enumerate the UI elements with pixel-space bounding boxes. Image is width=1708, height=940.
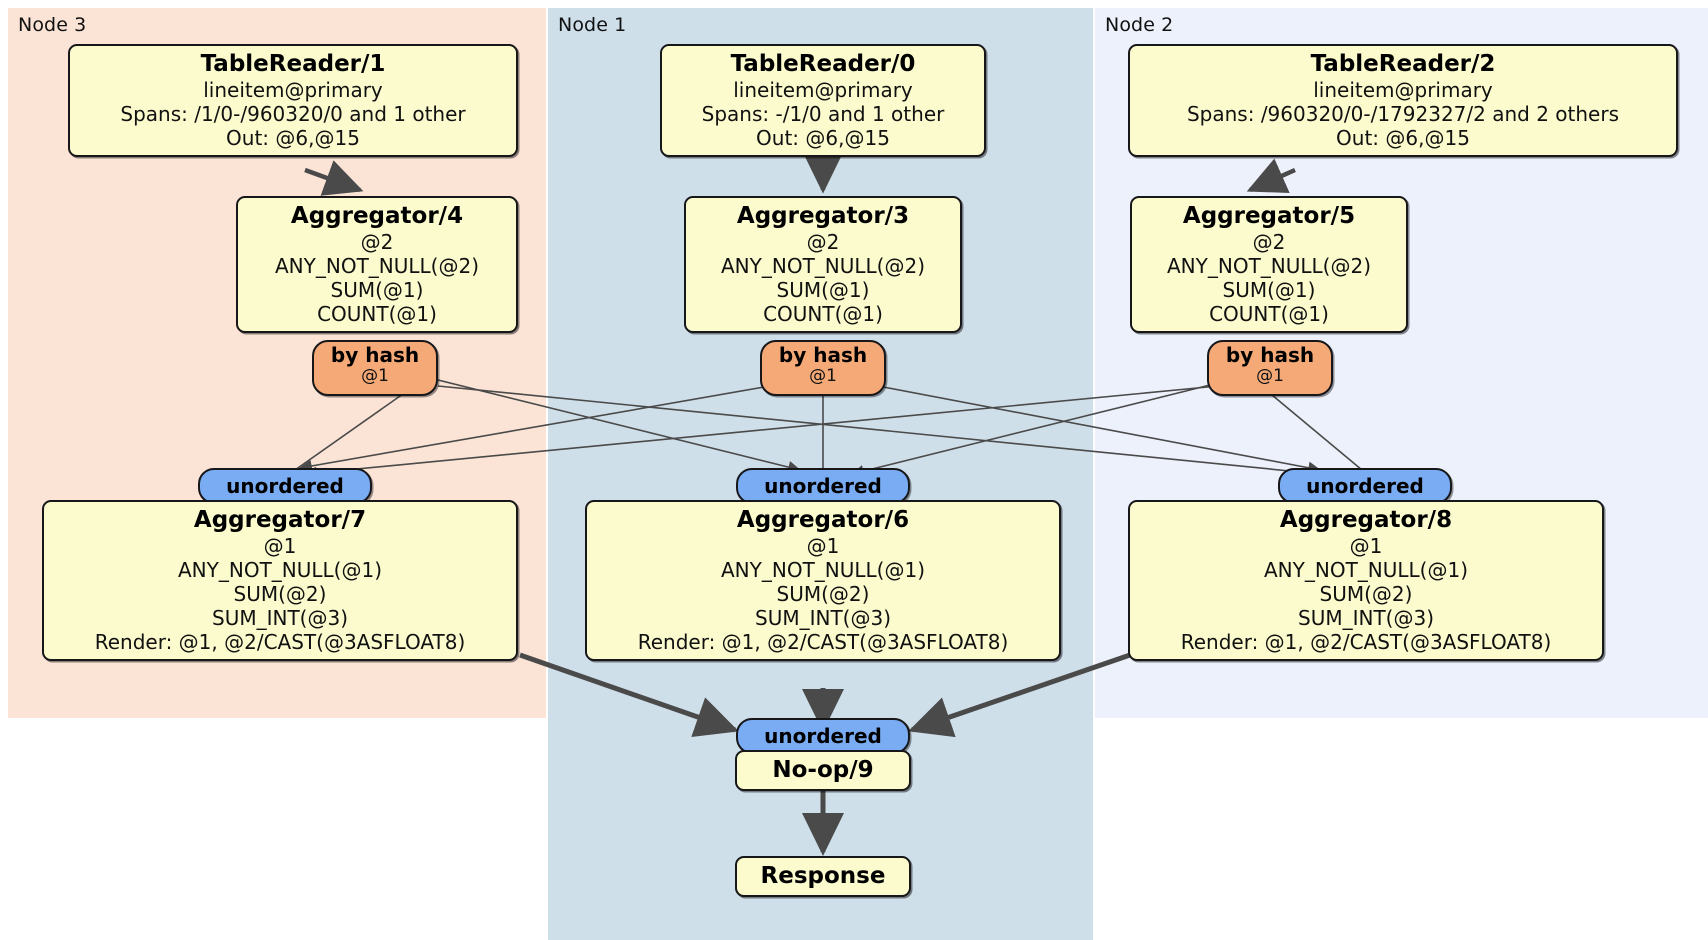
box-line: ANY_NOT_NULL(@1): [1264, 558, 1468, 583]
processor-table-reader-1[interactable]: TableReader/1 lineitem@primary Spans: /1…: [68, 44, 518, 158]
box-line: ANY_NOT_NULL(@2): [275, 254, 479, 279]
box-line: SUM_INT(@3): [755, 606, 891, 631]
box-title: Aggregator/7: [193, 507, 367, 533]
box-line: ANY_NOT_NULL(@2): [1167, 254, 1371, 279]
box-line: Render: @1, @2/CAST(@3ASFLOAT8): [637, 630, 1009, 655]
node-label-node-2: Node 2: [1105, 14, 1174, 36]
box-title: Aggregator/3: [736, 203, 910, 229]
processor-aggregator-4[interactable]: Aggregator/4 @2 ANY_NOT_NULL(@2) SUM(@1)…: [236, 196, 518, 334]
synchronizer-unordered-noop-9[interactable]: unordered: [736, 718, 910, 754]
box-line: @1: [806, 534, 840, 559]
box-line: Spans: /960320/0-/1792327/2 and 2 others: [1186, 102, 1619, 127]
synchronizer-label: unordered: [764, 723, 882, 748]
synchronizer-label: unordered: [226, 473, 344, 498]
box-title: No-op/9: [772, 757, 874, 783]
box-title: Aggregator/5: [1182, 203, 1356, 229]
box-line: SUM(@2): [1319, 582, 1413, 607]
box-line: COUNT(@1): [1209, 302, 1329, 327]
processor-aggregator-7[interactable]: Aggregator/7 @1 ANY_NOT_NULL(@1) SUM(@2)…: [42, 500, 518, 662]
box-line: lineitem@primary: [1313, 78, 1493, 103]
box-line: SUM(@2): [233, 582, 327, 607]
router-column: @1: [361, 366, 389, 386]
router-by-hash-aggregator-4[interactable]: by hash @1: [312, 340, 438, 396]
box-line: SUM(@1): [330, 278, 424, 303]
processor-aggregator-6[interactable]: Aggregator/6 @1 ANY_NOT_NULL(@1) SUM(@2)…: [585, 500, 1061, 662]
router-by-hash-aggregator-3[interactable]: by hash @1: [760, 340, 886, 396]
box-line: COUNT(@1): [317, 302, 437, 327]
router-by-hash-aggregator-5[interactable]: by hash @1: [1207, 340, 1333, 396]
box-line: Spans: -/1/0 and 1 other: [701, 102, 945, 127]
box-line: @2: [360, 230, 394, 255]
box-line: @2: [1252, 230, 1286, 255]
box-title: TableReader/2: [1310, 51, 1496, 77]
box-title: Aggregator/6: [736, 507, 910, 533]
router-column: @1: [809, 366, 837, 386]
box-title: Aggregator/4: [290, 203, 464, 229]
router-kind: by hash: [330, 343, 420, 367]
box-title: TableReader/0: [730, 51, 916, 77]
processor-table-reader-0[interactable]: TableReader/0 lineitem@primary Spans: -/…: [660, 44, 986, 158]
node-label-node-1: Node 1: [558, 14, 627, 36]
box-line: Out: @6,@15: [1336, 126, 1470, 151]
synchronizer-label: unordered: [1306, 473, 1424, 498]
box-line: ANY_NOT_NULL(@1): [721, 558, 925, 583]
processor-aggregator-5[interactable]: Aggregator/5 @2 ANY_NOT_NULL(@2) SUM(@1)…: [1130, 196, 1408, 334]
processor-aggregator-8[interactable]: Aggregator/8 @1 ANY_NOT_NULL(@1) SUM(@2)…: [1128, 500, 1604, 662]
box-title: Aggregator/8: [1279, 507, 1453, 533]
box-line: @1: [263, 534, 297, 559]
synchronizer-unordered-aggregator-7[interactable]: unordered: [198, 468, 372, 504]
box-line: Out: @6,@15: [756, 126, 890, 151]
box-line: SUM_INT(@3): [212, 606, 348, 631]
box-line: lineitem@primary: [733, 78, 913, 103]
box-line: SUM(@1): [776, 278, 870, 303]
box-line: Spans: /1/0-/960320/0 and 1 other: [120, 102, 466, 127]
box-title: TableReader/1: [200, 51, 386, 77]
box-line: Out: @6,@15: [226, 126, 360, 151]
processor-response[interactable]: Response: [735, 856, 911, 898]
box-line: Render: @1, @2/CAST(@3ASFLOAT8): [94, 630, 466, 655]
box-line: SUM_INT(@3): [1298, 606, 1434, 631]
box-line: ANY_NOT_NULL(@2): [721, 254, 925, 279]
box-line: Render: @1, @2/CAST(@3ASFLOAT8): [1180, 630, 1552, 655]
synchronizer-label: unordered: [764, 473, 882, 498]
box-line: @1: [1349, 534, 1383, 559]
processor-noop-9[interactable]: No-op/9: [735, 750, 911, 792]
box-line: ANY_NOT_NULL(@1): [178, 558, 382, 583]
box-line: SUM(@1): [1222, 278, 1316, 303]
box-line: lineitem@primary: [203, 78, 383, 103]
processor-aggregator-3[interactable]: Aggregator/3 @2 ANY_NOT_NULL(@2) SUM(@1)…: [684, 196, 962, 334]
router-kind: by hash: [778, 343, 868, 367]
box-line: SUM(@2): [776, 582, 870, 607]
node-label-node-3: Node 3: [18, 14, 87, 36]
synchronizer-unordered-aggregator-8[interactable]: unordered: [1278, 468, 1452, 504]
box-title: Response: [760, 863, 886, 889]
box-line: @2: [806, 230, 840, 255]
router-kind: by hash: [1225, 343, 1315, 367]
box-line: COUNT(@1): [763, 302, 883, 327]
synchronizer-unordered-aggregator-6[interactable]: unordered: [736, 468, 910, 504]
processor-table-reader-2[interactable]: TableReader/2 lineitem@primary Spans: /9…: [1128, 44, 1678, 158]
router-column: @1: [1256, 366, 1284, 386]
